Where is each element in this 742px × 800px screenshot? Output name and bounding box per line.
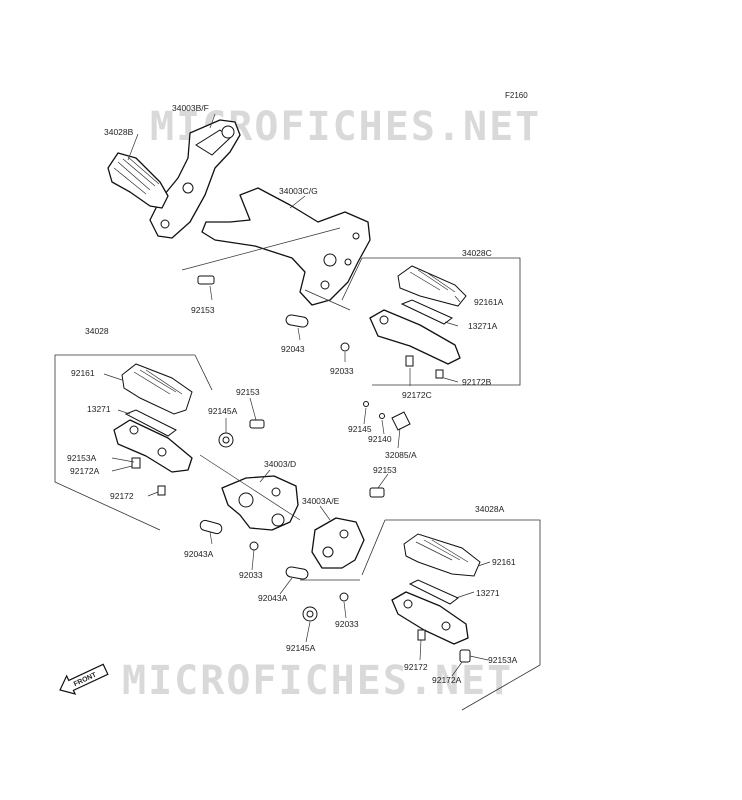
label-92153-top: 92153 [191, 305, 215, 315]
label-13271A: 13271A [468, 321, 498, 331]
label-92161A: 92161A [474, 297, 504, 307]
pin-92043A-right [285, 566, 309, 580]
label-92043A-left: 92043A [184, 549, 214, 559]
label-92153A-lower: 92153A [488, 655, 518, 665]
label-34028A: 34028A [475, 504, 505, 514]
hardware-misc [131, 275, 444, 641]
front-arrow-icon: FRONT [59, 663, 109, 695]
label-92145: 92145 [348, 424, 372, 434]
rubber-92161A [397, 265, 467, 307]
spring-92145A-left [218, 432, 234, 448]
label-92033-top: 92033 [330, 366, 354, 376]
plate-13271-lower [408, 579, 459, 605]
label-92153-mid: 92153 [236, 387, 260, 397]
bolt-92153-center [369, 487, 385, 498]
group-box-34028C [341, 257, 521, 386]
bolt-92153A-lower [459, 649, 471, 663]
group-box-34028A [361, 519, 541, 711]
label-92172-lower: 92172 [404, 662, 428, 672]
figure-code: F2160 [505, 91, 528, 100]
label-92043-top: 92043 [281, 344, 305, 354]
rubber-92161-lower [403, 533, 481, 577]
label-92153A-left: 92153A [67, 453, 97, 463]
leader-lines [103, 113, 491, 677]
watermark-bottom: MICROFICHES.NET [122, 658, 513, 704]
label-92172A-lower: 92172A [432, 675, 462, 685]
label-92043A-right: 92043A [258, 593, 288, 603]
bracket-34003CG [201, 187, 371, 306]
footrest-arm-34028A [391, 591, 469, 645]
footrest-arm-34028 [113, 419, 193, 473]
label-92145A-left: 92145A [208, 406, 238, 416]
group-box-34028 [54, 354, 213, 531]
label-34003D: 34003/D [264, 459, 296, 469]
label-92145A-lower: 92145A [286, 643, 316, 653]
footrest-34028B [107, 152, 169, 209]
bracket-34003BF [149, 119, 241, 239]
clip-92033-mid [249, 541, 259, 551]
rubber-92161 [121, 363, 193, 415]
label-92140: 92140 [368, 434, 392, 444]
plate-13271 [124, 409, 177, 437]
label-13271: 13271 [87, 404, 111, 414]
bolt-92153-left [249, 419, 265, 429]
bracket-34003D [221, 475, 299, 531]
label-34028C: 34028C [462, 248, 492, 258]
label-92153-center: 92153 [373, 465, 397, 475]
part-labels: 34003B/F 34028B 34003C/G 34028C 92153 92… [67, 103, 518, 685]
label-34003BF: 34003B/F [172, 103, 209, 113]
label-92161: 92161 [71, 368, 95, 378]
label-13271-lower: 13271 [476, 588, 500, 598]
label-92161-lower: 92161 [492, 557, 516, 567]
label-92033-lower: 92033 [335, 619, 359, 629]
footrest-arm-34028C [369, 309, 461, 365]
label-34028: 34028 [85, 326, 109, 336]
label-34003CG: 34003C/G [279, 186, 318, 196]
bracket-34003AE [311, 517, 365, 569]
label-92033-mid: 92033 [239, 570, 263, 580]
pin-92043 [285, 314, 309, 328]
label-34028B: 34028B [104, 127, 134, 137]
pin-92043A-left [199, 519, 223, 535]
plate-13271A [400, 299, 453, 325]
label-92172-left: 92172 [110, 491, 134, 501]
label-34003AE: 34003A/E [302, 496, 340, 506]
spring-92145A-lower [302, 606, 318, 622]
label-92172C: 92172C [402, 390, 432, 400]
label-92172A-left: 92172A [70, 466, 100, 476]
label-92172B: 92172B [462, 377, 492, 387]
label-32085A: 32085/A [385, 450, 417, 460]
